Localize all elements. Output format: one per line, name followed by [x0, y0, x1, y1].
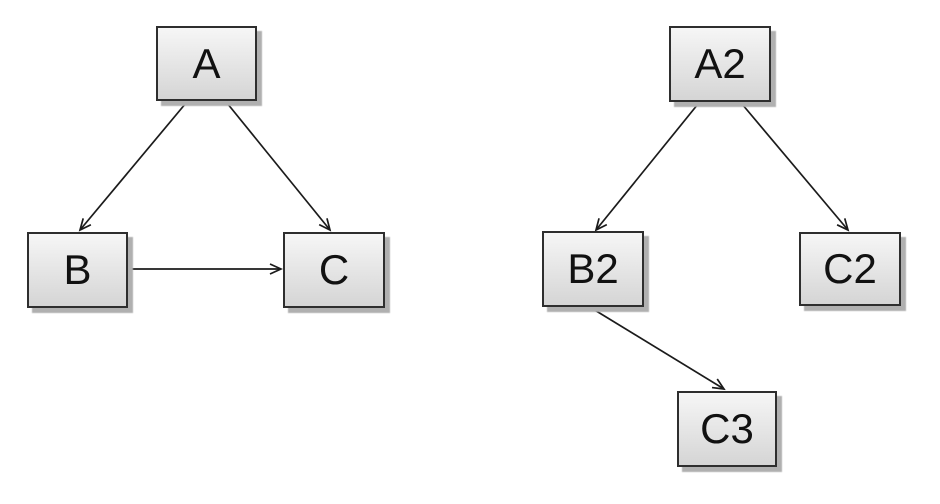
- node-B2: B2: [542, 231, 644, 307]
- edge-B2-C3: [592, 308, 724, 389]
- node-label-B: B: [63, 246, 92, 293]
- node-label-B2: B2: [567, 245, 619, 292]
- edge-A2-C2: [741, 103, 848, 230]
- edge-A-B: [80, 102, 187, 230]
- node-C2: C2: [799, 232, 901, 306]
- node-label-C2: C2: [823, 245, 877, 292]
- node-A2: A2: [669, 26, 771, 102]
- node-label-A2: A2: [694, 40, 746, 87]
- node-label-C: C: [318, 246, 350, 293]
- node-C3: C3: [677, 391, 777, 467]
- node-A: A: [156, 26, 257, 101]
- node-B: B: [27, 232, 128, 308]
- edge-A-C: [226, 102, 330, 230]
- edge-A2-B2: [596, 103, 699, 230]
- node-label-C3: C3: [700, 405, 754, 452]
- node-C: C: [283, 232, 385, 308]
- node-label-A: A: [192, 39, 221, 87]
